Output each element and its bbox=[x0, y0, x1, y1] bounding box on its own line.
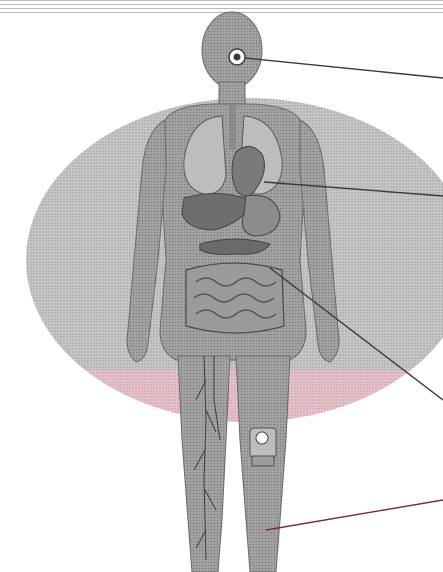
intestines-icon bbox=[186, 263, 284, 333]
trachea bbox=[229, 104, 236, 150]
pointer-line-eye bbox=[245, 58, 443, 78]
knee-joint-icon bbox=[250, 428, 276, 466]
top-border-bar bbox=[0, 0, 443, 14]
left-leg bbox=[178, 356, 230, 572]
eye-icon bbox=[229, 49, 245, 65]
pancreas bbox=[200, 239, 270, 255]
pointer-line-leg bbox=[266, 500, 443, 530]
